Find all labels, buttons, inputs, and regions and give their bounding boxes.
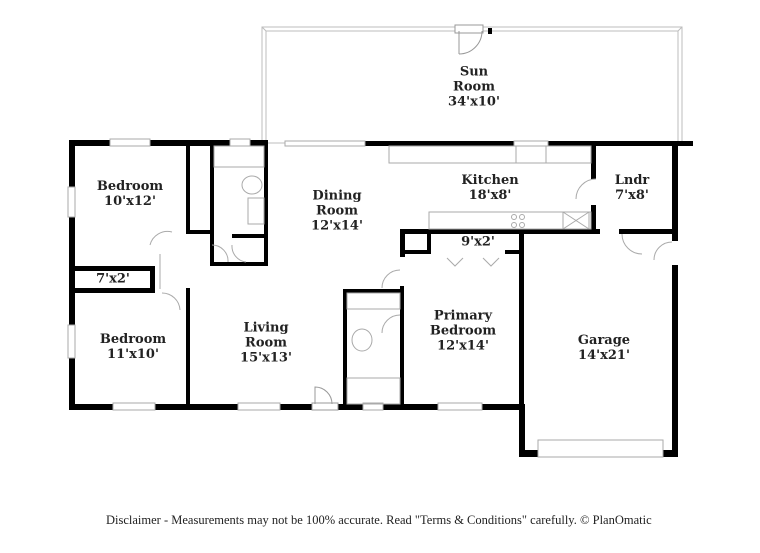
room-name: Sun	[459, 64, 489, 80]
room-dimensions: 9'x2'	[461, 234, 495, 250]
room-name: Room	[245, 335, 287, 351]
room-dimensions: 10'x12'	[104, 194, 156, 209]
room-name: Room	[316, 203, 358, 219]
room-label-bedroom-2: Bedroom 11'x10'	[100, 332, 166, 362]
room-label-sun-room: Sun Room 34'x10'	[448, 65, 500, 110]
room-name: Kitchen	[461, 173, 519, 188]
room-label-living-room: Living Room 15'x13'	[240, 321, 292, 366]
room-label-laundry: Lndr 7'x8'	[615, 173, 650, 203]
room-dimensions: 18'x8'	[468, 188, 512, 203]
room-name: Lndr	[614, 173, 650, 188]
room-name: Living	[243, 320, 289, 336]
room-name: Bedroom	[99, 332, 167, 347]
room-dimensions: 7'x8'	[615, 188, 649, 203]
room-name: Bedroom	[429, 323, 497, 339]
disclaimer-text: Disclaimer - Measurements may not be 100…	[106, 513, 652, 527]
windows	[67, 138, 664, 458]
room-dimensions: 12'x14'	[311, 218, 363, 234]
room-label-kitchen: Kitchen 18'x8'	[461, 173, 518, 203]
room-dimensions: 14'x21'	[578, 348, 630, 363]
room-label-closet-1: 7'x2'	[96, 272, 130, 287]
room-label-dining-room: Dining Room 12'x14'	[311, 189, 363, 234]
front-door	[311, 386, 339, 411]
room-dimensions: 12'x14'	[437, 338, 489, 354]
room-name: Room	[453, 79, 495, 95]
room-name: Primary	[433, 308, 493, 324]
room-dimensions: 15'x13'	[240, 350, 292, 366]
room-name: Dining	[312, 188, 362, 204]
room-label-garage: Garage 14'x21'	[578, 333, 630, 363]
room-dimensions: 7'x2'	[96, 271, 130, 287]
sun-room-door	[454, 24, 492, 55]
room-label-closet-2: 9'x2'	[461, 235, 495, 250]
room-name: Garage	[577, 333, 631, 348]
room-name: Bedroom	[96, 179, 164, 194]
interior-walls	[75, 146, 678, 410]
room-label-bedroom-1: Bedroom 10'x12'	[97, 179, 163, 209]
room-label-primary-bedroom: Primary Bedroom 12'x14'	[430, 309, 496, 354]
room-dimensions: 34'x10'	[448, 94, 500, 110]
room-dimensions: 11'x10'	[107, 347, 159, 362]
fixtures	[149, 145, 673, 405]
